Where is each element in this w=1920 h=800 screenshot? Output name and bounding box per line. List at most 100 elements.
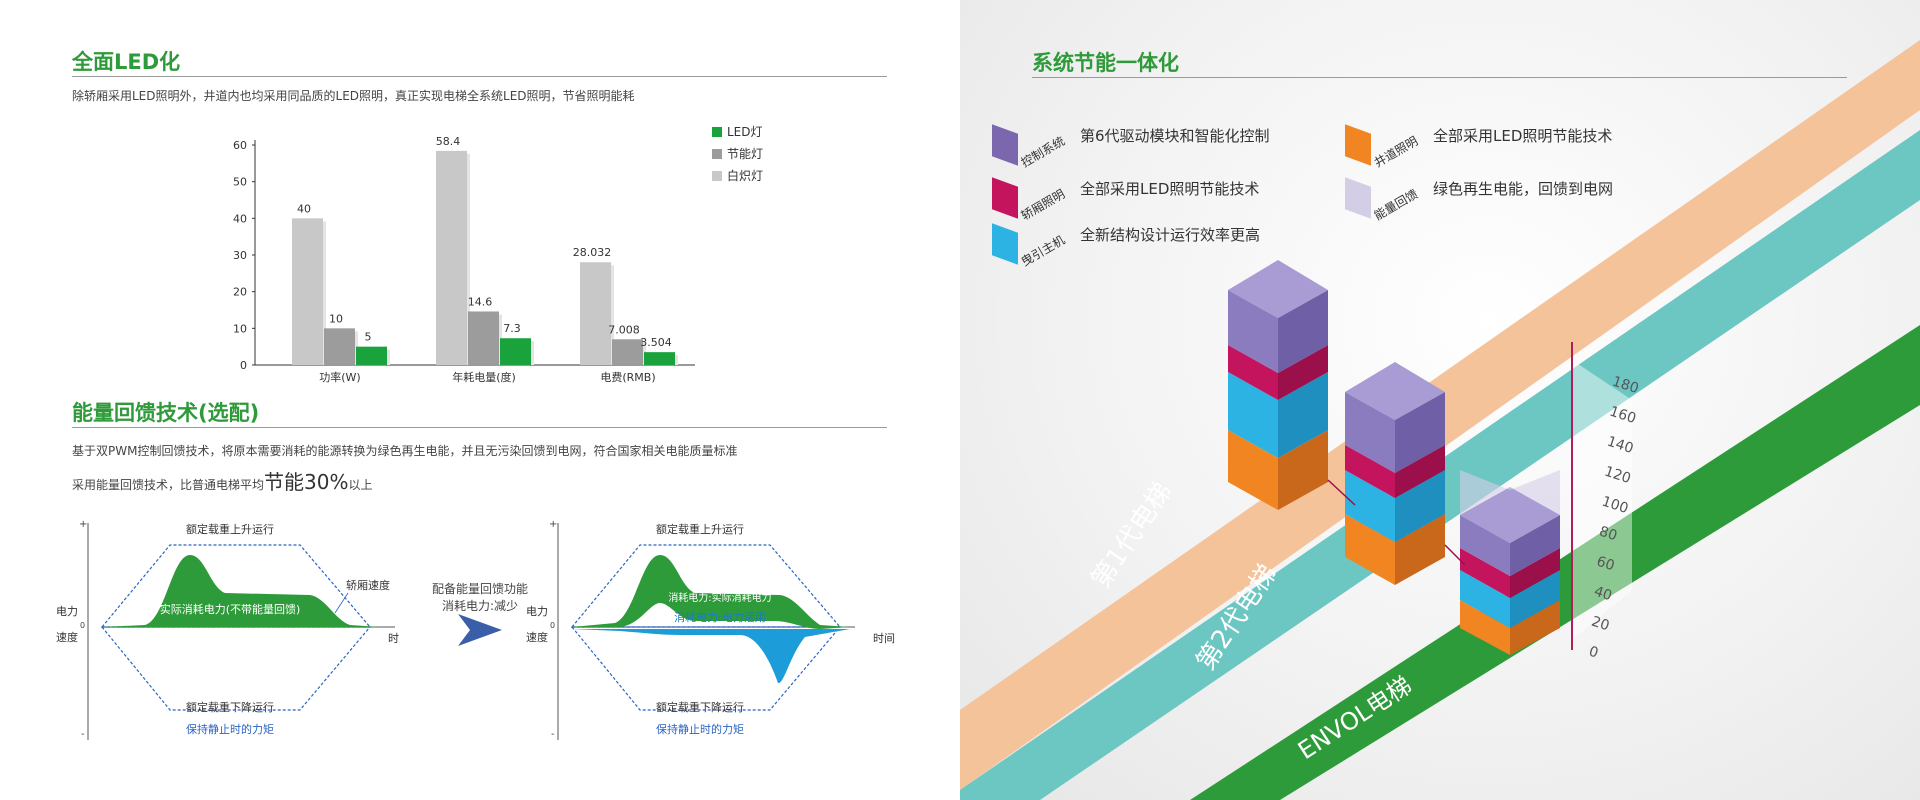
feature-text: 绿色再生电能，回馈到电网 bbox=[1433, 180, 1614, 198]
chart-data-label: 7.008 bbox=[608, 323, 640, 336]
feature-text: 第6代驱动模块和智能化控制 bbox=[1080, 127, 1270, 145]
led-bar-chart: 0 10 20 30 40 50 60 40 10 5 功率(W) 58.4 14.6 7.3 年耗电量(度… bbox=[233, 135, 695, 384]
isometric-infographic: 第1代电梯 第2代电梯 ENVOL电梯 02040608010012014016… bbox=[960, 40, 1920, 800]
diagram2-actual-label: 消耗电力:实际消耗电力 bbox=[668, 591, 771, 604]
feature-text: 全部采用LED照明节能技术 bbox=[1080, 180, 1260, 198]
chart-bar bbox=[500, 338, 531, 365]
legend-led-label: LED灯 bbox=[727, 125, 763, 139]
diagram2-zero: 0 bbox=[550, 621, 555, 630]
legend-cfl: 节能灯 bbox=[712, 145, 763, 162]
diagram2-up-hexagon bbox=[570, 544, 842, 628]
chart-data-label: 28.032 bbox=[573, 246, 612, 259]
middle-caption: 配备能量回馈功能 消耗电力:减少 bbox=[427, 580, 533, 614]
arrow-icon bbox=[458, 614, 502, 646]
diagram1-power-label: 电力 bbox=[56, 605, 78, 618]
diagram2-time-label: 时间 bbox=[873, 632, 895, 645]
chart-data-label: 7.3 bbox=[503, 322, 521, 335]
system-title-rule bbox=[1032, 77, 1847, 78]
diagram2-down-hexagon bbox=[570, 626, 842, 711]
regen-title: 能量回馈技术(选配) bbox=[72, 401, 260, 425]
led-title-rule bbox=[72, 76, 887, 77]
system-title: 系统节能一体化 bbox=[1032, 51, 1179, 75]
diagram2-used-label: 消耗电力:电力活用 bbox=[674, 610, 766, 624]
chart-bar bbox=[356, 346, 387, 365]
diagram2-minus: - bbox=[551, 729, 555, 740]
diagram1-consumption-area bbox=[102, 555, 380, 627]
legend-cfl-label: 节能灯 bbox=[727, 147, 764, 161]
chart-y-tick-label: 40 bbox=[233, 212, 247, 225]
regen-title-rule bbox=[72, 427, 887, 428]
diagram1-speed-label: 速度 bbox=[56, 630, 78, 644]
regen-line2-post: 以上 bbox=[348, 478, 373, 492]
diagram2-hold-label: 保持静止时的力矩 bbox=[656, 722, 744, 736]
diagram1-plus: + bbox=[79, 519, 87, 530]
regen-line2: 采用能量回馈技术，比普通电梯平均节能30%以上 bbox=[72, 466, 372, 495]
diagram2-regen-label: 回馈电力 bbox=[698, 635, 742, 648]
scale-tick-label: 40 bbox=[1592, 584, 1614, 605]
chart-bar bbox=[468, 311, 499, 365]
diagram2-up-label: 额定载重上升运行 bbox=[656, 522, 744, 536]
legend-incandescent-label: 白炽灯 bbox=[727, 169, 764, 183]
legend-led-swatch bbox=[712, 126, 722, 137]
scale-tick-label: 60 bbox=[1595, 554, 1617, 575]
middle-caption-line1: 配备能量回馈功能 bbox=[431, 582, 528, 596]
feature-text: 全新结构设计运行效率更高 bbox=[1080, 226, 1261, 244]
chart-category-label: 功率(W) bbox=[319, 370, 360, 384]
chart-data-label: 10 bbox=[329, 312, 343, 325]
diagram1-up-label: 额定载重上升运行 bbox=[186, 522, 274, 536]
chart-bar bbox=[580, 262, 611, 365]
legend-led: LED灯 bbox=[712, 123, 763, 140]
diagram1-zero: 0 bbox=[80, 621, 85, 630]
diagram2-down-label: 额定载重下降运行 bbox=[656, 700, 744, 714]
legend-cfl-swatch bbox=[712, 148, 722, 159]
led-title: 全面LED化 bbox=[72, 50, 181, 74]
chart-data-label: 40 bbox=[297, 202, 311, 215]
diagram2-speed-label: 速度 bbox=[526, 630, 548, 644]
chart-y-tick-label: 60 bbox=[233, 139, 247, 152]
chart-data-label: 14.6 bbox=[468, 295, 493, 308]
diagram-without-regen: + - 0 电力 速度 时间 额定载重上升运行 实际消耗电力(不带能量回馈) 轿… bbox=[56, 519, 400, 740]
scale-tick-label: 20 bbox=[1589, 614, 1611, 635]
chart-y-tick-label: 20 bbox=[233, 286, 247, 299]
regen-line1: 基于双PWM控制回馈技术，将原本需要消耗的能源转换为绿色再生电能，并且无污染回馈… bbox=[72, 444, 738, 458]
scale-tick-label: 160 bbox=[1608, 404, 1638, 427]
legend-incandescent: 白炽灯 bbox=[712, 167, 763, 184]
diagram1-hold-label: 保持静止时的力矩 bbox=[186, 722, 274, 736]
chart-data-label: 58.4 bbox=[436, 135, 461, 148]
scale-tick-label: 100 bbox=[1600, 494, 1630, 517]
diagram1-time-label: 时间 bbox=[388, 632, 400, 645]
feature-text: 全部采用LED照明节能技术 bbox=[1433, 127, 1613, 145]
diagram1-down-label: 额定载重下降运行 bbox=[186, 700, 274, 714]
chart-category-label: 电费(RMB) bbox=[600, 371, 655, 384]
diagram2-regen-area bbox=[572, 629, 850, 684]
diagram2-plus: + bbox=[549, 519, 557, 530]
chart-y-tick-label: 0 bbox=[240, 359, 247, 372]
diagram1-down-hexagon bbox=[100, 626, 372, 711]
chart-data-label: 5 bbox=[365, 331, 372, 344]
regen-line2-big: 节能30% bbox=[264, 470, 349, 494]
chart-y-tick-label: 50 bbox=[233, 176, 247, 189]
scale-tick-label: 180 bbox=[1610, 374, 1640, 397]
diagram2-consumption-area bbox=[572, 555, 850, 629]
left-page: 全面LED化 除轿厢采用LED照明外，井道内也均采用同品质的LED照明，真正实现… bbox=[56, 50, 895, 740]
chart-y-tick-label: 10 bbox=[233, 322, 247, 335]
chart-data-label: 3.504 bbox=[640, 336, 672, 349]
diagram1-consumption-label: 实际消耗电力(不带能量回馈) bbox=[160, 602, 301, 616]
diagram1-up-hexagon bbox=[100, 544, 372, 628]
chart-bar bbox=[612, 339, 643, 365]
diagram-with-regen: + - 0 电力 速度 时间 额定载重上升运行 消耗电力:实际消耗电力 消耗电力… bbox=[526, 519, 895, 740]
chart-bar bbox=[436, 150, 467, 365]
chart-bar bbox=[292, 218, 323, 365]
scale-tick-label: 0 bbox=[1587, 644, 1600, 662]
chart-category-label: 年耗电量(度) bbox=[452, 370, 516, 384]
diagram1-car-speed-label: 轿厢速度 bbox=[346, 578, 390, 592]
legend-incandescent-swatch bbox=[712, 170, 722, 181]
scale-tick-label: 120 bbox=[1602, 464, 1632, 487]
chart-bar bbox=[644, 352, 675, 365]
diagram1-car-speed-leader bbox=[334, 592, 349, 614]
regen-line2-pre: 采用能量回馈技术，比普通电梯平均 bbox=[72, 478, 265, 492]
scale-tick-label: 140 bbox=[1605, 434, 1635, 457]
chart-y-tick-label: 30 bbox=[233, 249, 247, 262]
scale-tick-label: 80 bbox=[1597, 524, 1619, 545]
